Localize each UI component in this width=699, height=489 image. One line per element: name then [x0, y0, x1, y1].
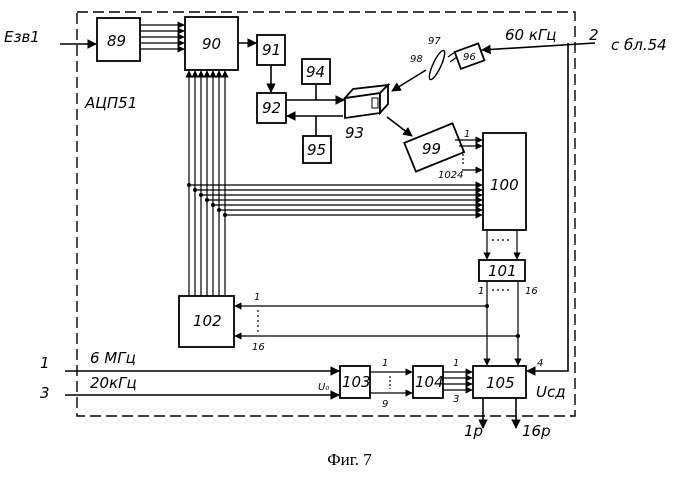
- block-102-label: 102: [193, 312, 222, 330]
- bus-101-left-label: 1: [478, 286, 484, 297]
- lens-98: [427, 49, 448, 81]
- block-89-label: 89: [107, 32, 126, 50]
- bus-102-bottom-label: 16: [252, 342, 265, 353]
- bus-104-top-label: 1: [453, 358, 459, 369]
- ucd-label: Uсд: [536, 383, 566, 401]
- output-1-label: 1р: [464, 422, 483, 440]
- bus-101-right-label: 16: [525, 286, 538, 297]
- block-91-label: 91: [262, 41, 281, 59]
- block-103-label: 103: [342, 373, 371, 391]
- input-2-source: с бл.54: [611, 36, 667, 54]
- bus-100-101: [487, 230, 517, 259]
- bus-102-90: [189, 71, 225, 296]
- links-92-93: [286, 84, 344, 136]
- input-2-freq: 60 кГц: [505, 26, 556, 44]
- block-94-label: 94: [306, 63, 325, 81]
- block-93-label: 93: [345, 124, 364, 142]
- input-e-label: Eзв1: [4, 28, 40, 46]
- block-92-label: 92: [262, 99, 281, 117]
- input-1-num: 1: [40, 354, 50, 372]
- block-104-label: 104: [415, 373, 444, 391]
- bus-99-top-label: 1: [464, 129, 470, 140]
- input-1-freq: 6 МГц: [90, 349, 136, 367]
- input-3-freq: 20кГц: [90, 374, 137, 392]
- output-16-label: 16р: [522, 422, 551, 440]
- bus-104-105: [443, 372, 472, 390]
- block-105-label: 105: [486, 374, 515, 392]
- block-101-label: 101: [488, 262, 517, 280]
- bus-to-100: [187, 183, 482, 217]
- block-100-label: 100: [490, 176, 519, 194]
- bus-104-bottom-label: 3: [453, 394, 459, 405]
- bus-103-104: [370, 372, 412, 393]
- line-93-99: [387, 117, 412, 136]
- bus-102-top-label: 1: [254, 292, 260, 303]
- bus-103-bottom-label: 9: [382, 399, 388, 410]
- optical-path-98-93: [392, 70, 426, 91]
- element-97-label: 97: [428, 36, 441, 47]
- ucd-num: 4: [537, 358, 543, 369]
- lens-98-label: 98: [410, 54, 423, 65]
- figure-caption: Фиг. 7: [0, 450, 699, 470]
- block-95-label: 95: [307, 141, 326, 159]
- input-3-num: 3: [40, 384, 50, 402]
- frame-label: АЦП51: [84, 94, 137, 112]
- block-96-label: 96: [463, 52, 476, 63]
- bus-103-top-label: 1: [382, 358, 388, 369]
- block-99-label: 99: [422, 140, 441, 158]
- block-93: [345, 85, 388, 118]
- block-90-label: 90: [202, 35, 221, 53]
- bus-89-90: [140, 25, 184, 49]
- input-2-line: [482, 43, 595, 50]
- u0-label: U₀: [318, 382, 329, 393]
- input-2-num: 2: [589, 26, 599, 44]
- ucd-line: [527, 43, 568, 371]
- bus-99-bottom-label: 1024: [438, 170, 463, 181]
